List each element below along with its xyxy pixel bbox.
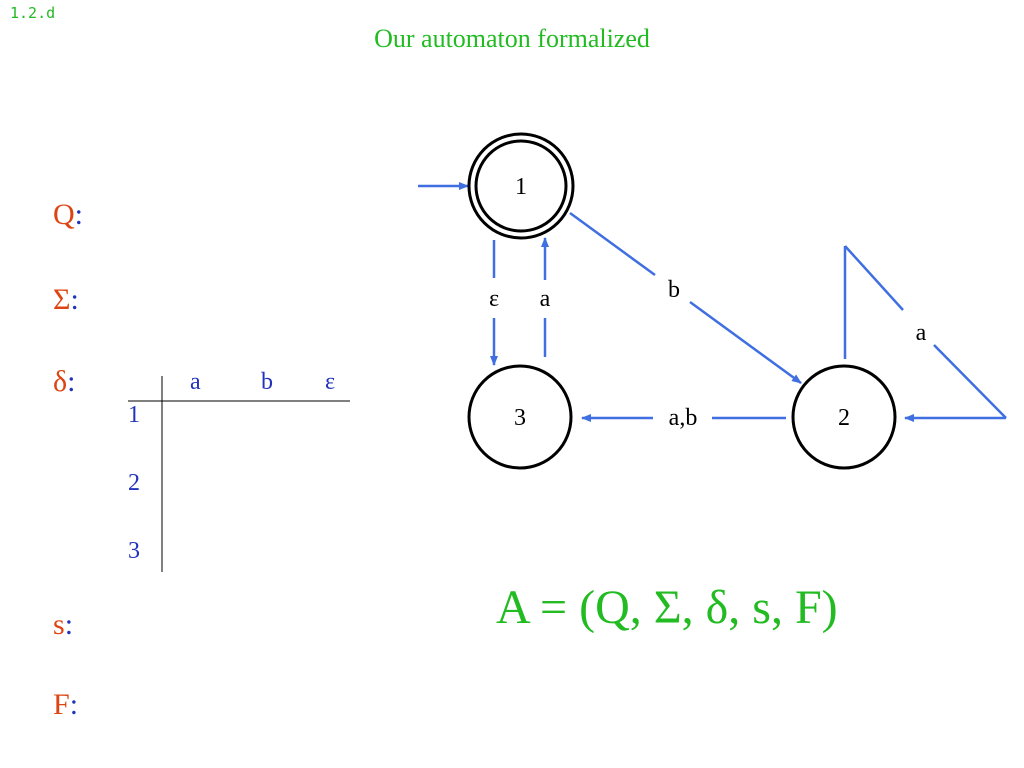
slide-title: Our automaton formalized bbox=[374, 24, 650, 53]
s-colon: : bbox=[64, 608, 74, 641]
f-colon: : bbox=[69, 688, 79, 721]
state-3-circle bbox=[467, 364, 573, 470]
table-row-header: 1 bbox=[128, 402, 140, 428]
f-label: F: bbox=[53, 690, 78, 720]
transition-arrow bbox=[569, 211, 656, 277]
s-symbol: s bbox=[53, 608, 65, 641]
slide-number: 1.2.d bbox=[10, 4, 56, 22]
state-3-label: 3 bbox=[514, 405, 526, 431]
transition-label: a,b bbox=[669, 405, 698, 431]
transition-label: a bbox=[916, 320, 927, 346]
table-col-header: b bbox=[261, 369, 273, 395]
table-col-header: ε bbox=[325, 369, 336, 395]
transition-label: a bbox=[540, 286, 551, 312]
q-colon: : bbox=[74, 198, 84, 231]
table-col-header: a bbox=[190, 369, 201, 395]
sigma-colon: : bbox=[70, 283, 79, 316]
state-1-label: 1 bbox=[515, 174, 527, 200]
transition-arrow bbox=[689, 300, 802, 385]
delta-colon: : bbox=[67, 365, 76, 398]
transition-arrow bbox=[844, 245, 904, 311]
sigma-symbol: Σ bbox=[53, 283, 71, 316]
state-2-circle bbox=[791, 364, 897, 470]
delta-label: δ: bbox=[53, 367, 75, 397]
transition-label: b bbox=[668, 277, 680, 303]
state-1-outer-circle bbox=[467, 132, 575, 240]
automaton-formula: A = (Q, Σ, δ, s, F) bbox=[496, 581, 838, 634]
table-row-header: 3 bbox=[128, 538, 140, 564]
transition-arrow bbox=[933, 344, 1007, 419]
state-1-inner-circle bbox=[474, 139, 568, 233]
q-symbol: Q bbox=[53, 198, 75, 231]
sigma-label: Σ: bbox=[53, 285, 79, 315]
transition-label: ε bbox=[489, 286, 499, 312]
delta-symbol: δ bbox=[53, 365, 68, 398]
s-label: s: bbox=[53, 610, 73, 640]
state-2-label: 2 bbox=[838, 405, 850, 431]
q-label: Q: bbox=[53, 200, 83, 230]
table-row-header: 2 bbox=[128, 470, 140, 496]
f-symbol: F bbox=[53, 688, 70, 721]
